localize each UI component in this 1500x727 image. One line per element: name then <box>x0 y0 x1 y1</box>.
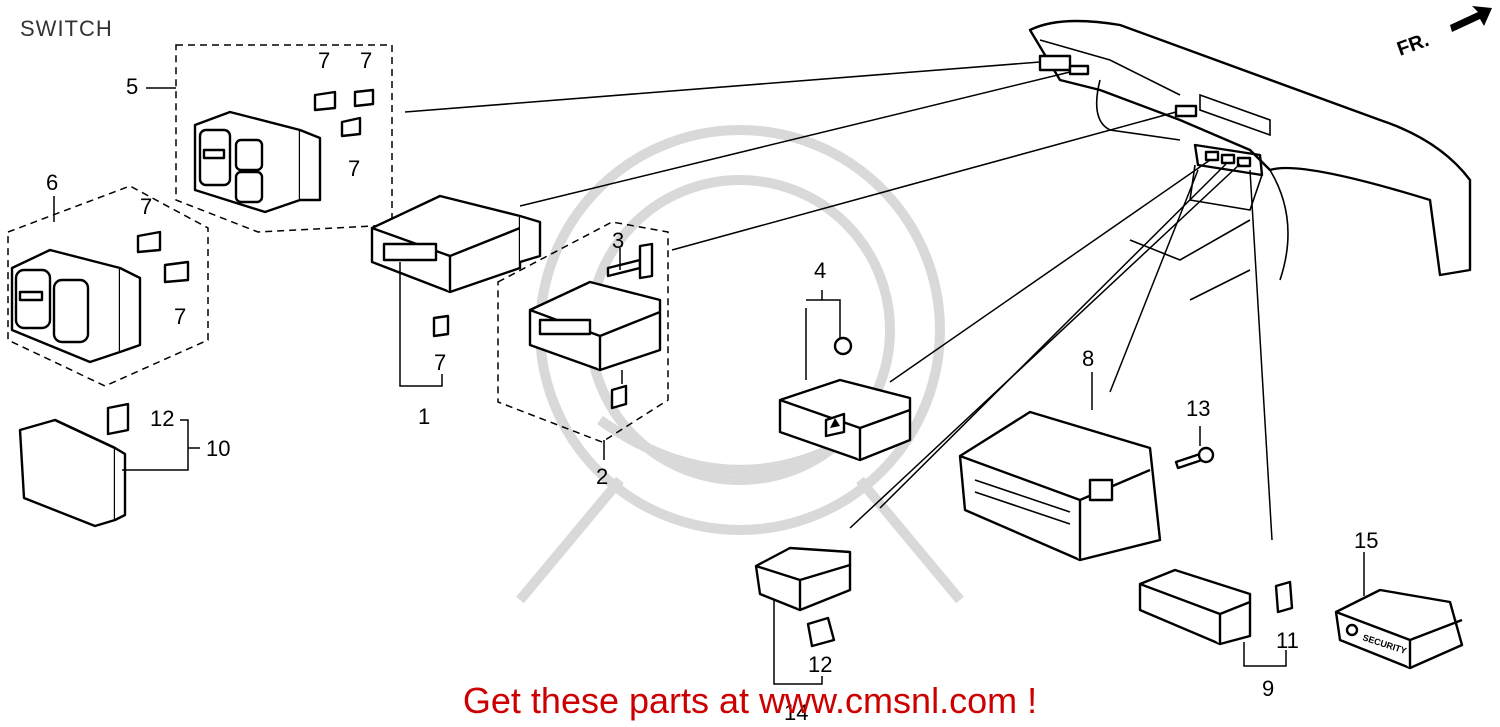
callout-8: 8 <box>1082 346 1094 371</box>
callout-7-c: 7 <box>348 156 360 181</box>
group-box-6 <box>7 185 209 387</box>
blank-lid-10 <box>18 418 127 528</box>
switch-2 <box>528 280 662 410</box>
footer-advert[interactable]: Get these parts at www.cmsnl.com ! <box>462 680 1038 721</box>
callout-12-b: 12 <box>808 652 832 677</box>
clip-12-b <box>806 616 836 648</box>
callout-7-d: 7 <box>140 194 152 219</box>
bulb-3 <box>606 242 654 280</box>
clip-11 <box>1274 580 1294 614</box>
callout-10: 10 <box>206 436 230 461</box>
blank-lid-14 <box>754 546 852 612</box>
switch-unit-8 <box>958 410 1162 562</box>
callout-6: 6 <box>46 170 58 195</box>
leader-lines <box>53 61 1365 685</box>
callout-7-f: 7 <box>434 350 446 375</box>
switch-assembly-5 <box>193 110 322 214</box>
callout-12-a: 12 <box>150 406 174 431</box>
switch-housing-1 <box>370 194 542 338</box>
callout-1: 1 <box>418 404 430 429</box>
callout-7-b: 7 <box>360 48 372 73</box>
callout-15: 15 <box>1354 528 1378 553</box>
clip-7-group-a <box>313 88 375 138</box>
front-direction-arrow: FR. <box>1394 6 1492 61</box>
callout-11: 11 <box>1276 628 1299 653</box>
dashboard-outline <box>1028 19 1472 301</box>
group-box-5 <box>175 44 393 233</box>
callout-2: 2 <box>596 464 608 489</box>
callout-7-a: 7 <box>318 48 330 73</box>
callout-4: 4 <box>814 258 826 283</box>
screw-13 <box>1174 446 1215 470</box>
callout-14: 14 <box>784 700 808 725</box>
clip-7-group-b <box>136 230 190 284</box>
hazard-switch-4 <box>778 336 912 462</box>
callout-13: 13 <box>1186 396 1210 421</box>
switch-assembly-6 <box>10 248 142 364</box>
page-title: SWITCH <box>20 16 113 41</box>
callout-7-e: 7 <box>174 304 186 329</box>
front-direction-label: FR. <box>1394 29 1432 61</box>
callout-9: 9 <box>1262 676 1274 701</box>
callout-3: 3 <box>612 228 624 253</box>
clip-12-a <box>106 402 130 436</box>
security-indicator-15: SECURITY <box>1334 588 1464 670</box>
callout-5: 5 <box>126 74 138 99</box>
group-box-2 <box>497 221 669 443</box>
switch-9 <box>1138 568 1252 646</box>
